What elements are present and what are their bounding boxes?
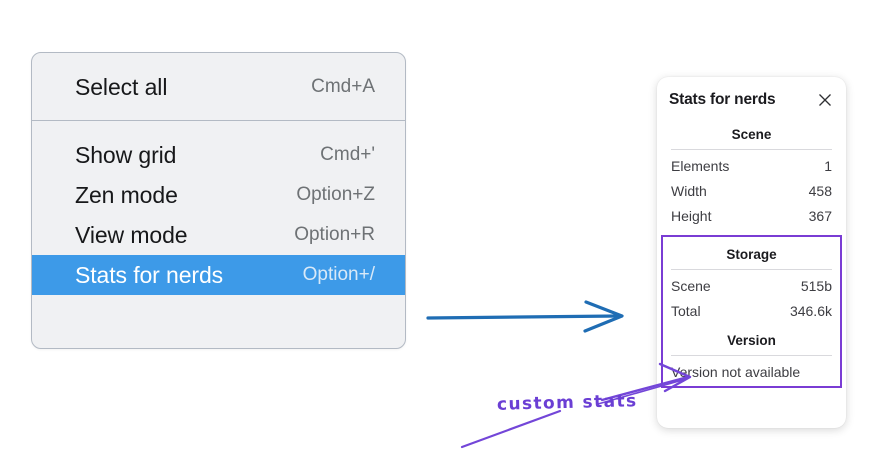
menu-item-label: Stats for nerds — [75, 261, 224, 288]
menu-item-view-mode[interactable]: View mode Option+R — [32, 215, 405, 255]
stats-row-value: 515b — [800, 277, 832, 294]
menu-item-label: Zen mode — [75, 181, 178, 208]
menu-item-select-all[interactable]: Select all Cmd+A — [32, 67, 405, 107]
stats-row-value: 1 — [824, 158, 832, 174]
stats-row-key: Width — [671, 182, 707, 199]
stats-row-key: Scene — [671, 277, 711, 294]
menu-item-label: Show grid — [75, 141, 177, 168]
section-title: Scene — [731, 127, 772, 142]
menu-item-show-grid[interactable]: Show grid Cmd+' — [32, 135, 405, 175]
version-note: Version not available — [671, 364, 801, 381]
menu-item-label: View mode — [75, 221, 188, 248]
menu-item-stats-for-nerds[interactable]: Stats for nerds Option+/ — [32, 255, 405, 295]
stats-row: Scene 515b — [669, 274, 834, 299]
stats-section-storage: Storage Scene 515b Total 346.6k — [669, 237, 834, 324]
menu-item-shortcut: Option+Z — [296, 184, 375, 205]
menu-item-shortcut: Cmd+' — [320, 144, 375, 165]
arrow-blue-menu-to-panel — [426, 300, 624, 333]
menu-group-view: Show grid Cmd+' Zen mode Option+Z View m… — [32, 121, 405, 309]
stats-row: Height 367 — [669, 204, 834, 229]
menu-item-zen-mode[interactable]: Zen mode Option+Z — [32, 175, 405, 215]
stats-row: Elements 1 — [669, 154, 834, 179]
stats-section-version: Version Version not available — [669, 323, 834, 382]
arrow-purple-lower — [460, 409, 562, 449]
stats-panel-header: Stats for nerds — [669, 77, 834, 117]
menu-item-shortcut: Cmd+A — [311, 76, 375, 97]
stats-row: Total 346.6k — [669, 299, 834, 324]
section-rule — [671, 355, 832, 357]
stats-section-scene: Scene Elements 1 Width 458 Height 367 — [669, 117, 834, 229]
stats-row-key: Height — [671, 207, 712, 224]
stats-for-nerds-panel: Stats for nerds Scene Elements 1 Width 4… — [657, 77, 846, 428]
menu-group-selection: Select all Cmd+A — [32, 53, 405, 120]
section-rule — [671, 268, 832, 270]
custom-stats-highlight-box: Storage Scene 515b Total 346.6k Version … — [661, 234, 842, 389]
section-title: Storage — [726, 246, 777, 262]
stats-panel-title: Stats for nerds — [669, 91, 776, 108]
annotation-custom-stats-label: custom stats — [496, 391, 638, 415]
close-icon[interactable] — [816, 91, 834, 109]
context-menu[interactable]: Select all Cmd+A Show grid Cmd+' Zen mod… — [31, 52, 406, 349]
section-rule — [671, 149, 832, 150]
stats-row-value: 458 — [808, 182, 832, 199]
section-title: Version — [727, 333, 776, 349]
stats-row-key: Total — [671, 302, 701, 319]
menu-item-shortcut: Option+/ — [302, 264, 375, 285]
stats-row: Width 458 — [669, 179, 834, 204]
menu-item-label: Select all — [75, 73, 168, 100]
stats-row-value: 346.6k — [789, 302, 832, 319]
stats-row-key: Elements — [671, 158, 730, 174]
menu-divider — [32, 120, 405, 121]
stats-row-value: 367 — [808, 207, 832, 224]
menu-item-shortcut: Option+R — [294, 224, 375, 245]
